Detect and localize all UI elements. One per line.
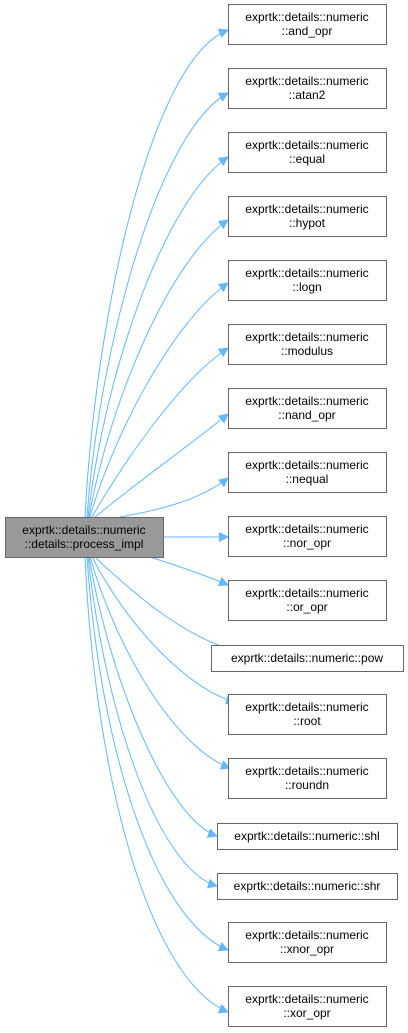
callee-node-or-opr[interactable]: exprtk::details::numeric::or_opr xyxy=(228,580,387,621)
edge-to-root xyxy=(91,556,236,705)
callee-node-or-opr-label-line-1: exprtk::details::numeric xyxy=(245,586,368,600)
callee-node-shr[interactable]: exprtk::details::numeric::shr xyxy=(217,873,398,900)
callee-node-xor-opr-label-line-1: exprtk::details::numeric xyxy=(245,992,368,1006)
edge-to-or-opr xyxy=(149,556,229,586)
nodes: exprtk::details::numeric::details::proce… xyxy=(5,4,404,1027)
callee-node-xnor-opr-box xyxy=(228,922,387,963)
callee-node-and-opr-box xyxy=(228,4,387,45)
edge-to-atan2 xyxy=(86,92,229,518)
callee-node-xnor-opr[interactable]: exprtk::details::numeric::xnor_opr xyxy=(228,922,387,963)
callee-node-shr-label-line-1: exprtk::details::numeric::shr xyxy=(234,879,381,893)
callee-node-modulus-label-line-2: ::modulus xyxy=(281,344,333,358)
callee-node-logn[interactable]: exprtk::details::numeric::logn xyxy=(228,260,387,301)
edge-to-equal xyxy=(87,156,229,518)
edge-to-modulus xyxy=(91,347,229,518)
callee-node-hypot-label-line-2: ::hypot xyxy=(289,216,326,230)
callee-node-and-opr-label-line-2: ::and_opr xyxy=(282,24,333,38)
callee-node-roundn-box xyxy=(228,758,387,799)
edge-to-xor-opr xyxy=(84,556,229,1014)
callee-node-modulus-box xyxy=(228,324,387,365)
edge-to-nand-opr xyxy=(94,413,229,518)
callee-node-nand-opr-label-line-1: exprtk::details::numeric xyxy=(245,394,368,408)
callee-node-equal-box xyxy=(228,132,387,173)
callee-node-roundn-label-line-2: ::roundn xyxy=(285,778,329,792)
callee-node-logn-label-line-2: ::logn xyxy=(292,280,321,294)
edge-to-shr xyxy=(87,556,218,889)
callee-node-shl-label-line-1: exprtk::details::numeric::shl xyxy=(234,829,379,843)
callee-node-shl[interactable]: exprtk::details::numeric::shl xyxy=(217,823,398,850)
callee-node-logn-box xyxy=(228,260,387,301)
callee-node-root-label-line-2: ::root xyxy=(293,714,321,728)
callee-node-xnor-opr-label-line-1: exprtk::details::numeric xyxy=(245,928,368,942)
callee-node-modulus[interactable]: exprtk::details::numeric::modulus xyxy=(228,324,387,365)
callee-node-nequal-box xyxy=(228,452,387,493)
callee-node-shl-box xyxy=(217,823,398,850)
callee-node-hypot-label-line-1: exprtk::details::numeric xyxy=(245,202,368,216)
callee-node-modulus-label-line-1: exprtk::details::numeric xyxy=(245,330,368,344)
callee-node-nor-opr[interactable]: exprtk::details::numeric::nor_opr xyxy=(228,516,387,557)
edge-to-roundn xyxy=(89,556,231,770)
root-node-process-impl[interactable]: exprtk::details::numeric::details::proce… xyxy=(5,517,164,558)
callee-node-pow-label-line-1: exprtk::details::numeric::pow xyxy=(231,651,383,665)
callee-node-atan2-label-line-1: exprtk::details::numeric xyxy=(245,74,368,88)
callee-node-hypot[interactable]: exprtk::details::numeric::hypot xyxy=(228,196,387,237)
callee-node-pow-box xyxy=(211,645,404,672)
callee-node-roundn-label-line-1: exprtk::details::numeric xyxy=(245,764,368,778)
callee-node-shr-box xyxy=(217,873,398,900)
root-node-process-impl-box xyxy=(5,517,164,558)
callee-node-nor-opr-label-line-1: exprtk::details::numeric xyxy=(245,522,368,536)
callee-node-nand-opr-label-line-2: ::nand_opr xyxy=(278,408,335,422)
root-node-process-impl-label-line-1: exprtk::details::numeric xyxy=(22,523,145,537)
edge-to-shl xyxy=(88,556,218,838)
callee-node-xor-opr[interactable]: exprtk::details::numeric::xor_opr xyxy=(228,986,387,1027)
callee-node-nequal[interactable]: exprtk::details::numeric::nequal xyxy=(228,452,387,493)
edges xyxy=(84,28,241,1014)
edge-to-hypot xyxy=(88,219,229,518)
callee-node-or-opr-box xyxy=(228,580,387,621)
edge-to-xnor-opr xyxy=(86,556,229,952)
callee-node-root-box xyxy=(228,694,387,735)
callee-node-nor-opr-box xyxy=(228,516,387,557)
callee-node-logn-label-line-1: exprtk::details::numeric xyxy=(245,266,368,280)
callee-node-equal-label-line-1: exprtk::details::numeric xyxy=(245,138,368,152)
callee-node-equal-label-line-2: ::equal xyxy=(289,152,325,166)
callee-node-atan2-box xyxy=(228,68,387,109)
callee-node-atan2[interactable]: exprtk::details::numeric::atan2 xyxy=(228,68,387,109)
callee-node-and-opr-label-line-1: exprtk::details::numeric xyxy=(245,10,368,24)
callee-node-nand-opr-box xyxy=(228,388,387,429)
callee-node-pow[interactable]: exprtk::details::numeric::pow xyxy=(211,645,404,672)
callee-node-hypot-box xyxy=(228,196,387,237)
edge-to-nequal xyxy=(119,477,229,518)
edge-to-and-opr xyxy=(84,28,229,518)
callee-node-root[interactable]: exprtk::details::numeric::root xyxy=(228,694,387,735)
callee-node-and-opr[interactable]: exprtk::details::numeric::and_opr xyxy=(228,4,387,45)
callee-node-atan2-label-line-2: ::atan2 xyxy=(289,88,326,102)
callee-node-roundn[interactable]: exprtk::details::numeric::roundn xyxy=(228,758,387,799)
callee-node-or-opr-label-line-2: ::or_opr xyxy=(286,600,327,614)
callee-node-xor-opr-label-line-2: ::xor_opr xyxy=(283,1006,330,1020)
callee-node-nequal-label-line-2: ::nequal xyxy=(286,472,329,486)
callee-node-equal[interactable]: exprtk::details::numeric::equal xyxy=(228,132,387,173)
callee-node-root-label-line-1: exprtk::details::numeric xyxy=(245,700,368,714)
callee-node-nand-opr[interactable]: exprtk::details::numeric::nand_opr xyxy=(228,388,387,429)
edge-to-logn xyxy=(89,282,229,518)
callee-node-nor-opr-label-line-2: ::nor_opr xyxy=(283,536,331,550)
callee-node-xor-opr-box xyxy=(228,986,387,1027)
callee-node-xnor-opr-label-line-2: ::xnor_opr xyxy=(280,942,334,956)
root-node-process-impl-label-line-2: ::details::process_impl xyxy=(25,537,144,551)
edge-to-pow xyxy=(94,556,241,655)
callee-node-nequal-label-line-1: exprtk::details::numeric xyxy=(245,458,368,472)
